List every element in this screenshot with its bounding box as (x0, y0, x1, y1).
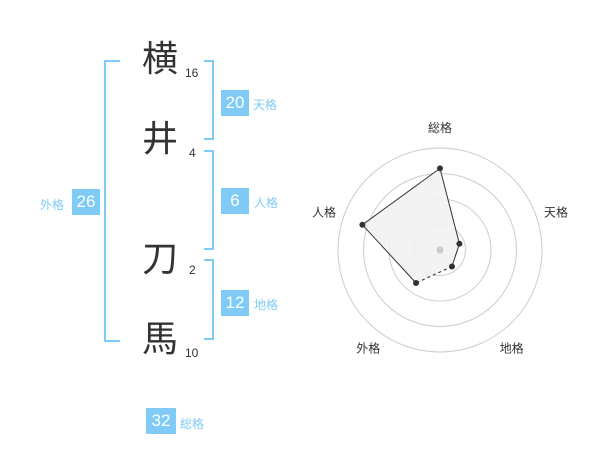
stroke-count-1: 16 (185, 66, 199, 80)
stroke-count-3: 2 (189, 263, 196, 277)
radar-point-2 (456, 240, 463, 247)
radar-edge-3 (415, 266, 453, 284)
radar-axis-label-1: 総格 (428, 120, 452, 135)
radar-point-1 (437, 165, 443, 172)
radar-center-dot (436, 246, 444, 254)
stroke-count-2: 4 (189, 146, 196, 160)
radar-axis-label-5: 人格 (312, 204, 336, 219)
radar-ring-4 (337, 147, 543, 353)
radar-edge-2 (451, 243, 460, 267)
chikaku-label: 地格 (254, 298, 279, 312)
name-char-3: 刀 (141, 239, 178, 280)
name-char-2: 井 (141, 119, 178, 160)
radar-edge-1 (439, 168, 460, 244)
jinkaku-value: 6 (221, 188, 249, 214)
soukaku-value: 32 (146, 408, 176, 434)
radar-point-4 (413, 280, 420, 287)
radar-edge-4 (362, 224, 417, 284)
tenkaku-label: 天格 (253, 98, 278, 112)
radar-point-5 (359, 221, 366, 228)
radar-axis-label-2: 天格 (544, 204, 568, 219)
radar-axis-label-3: 地格 (500, 341, 524, 356)
jinkaku-label: 人格 (254, 196, 279, 210)
tenkaku-value: 20 (221, 90, 249, 116)
gaikaku-value: 26 (72, 189, 100, 215)
radar-area (362, 168, 460, 283)
name-char-4: 馬 (141, 319, 178, 360)
gaikaku-bracket (104, 60, 120, 342)
radar-edge-5 (362, 167, 441, 226)
tenkaku-bracket (204, 60, 214, 140)
name-char-1: 横 (141, 39, 178, 80)
jinkaku-bracket (204, 150, 214, 250)
stroke-count-4: 10 (185, 346, 199, 360)
chikaku-bracket (204, 259, 214, 340)
radar-axis-label-4: 外格 (356, 341, 380, 356)
radar-point-3 (448, 263, 455, 270)
gaikaku-label: 外格 (40, 198, 65, 212)
soukaku-label: 総格 (180, 417, 205, 431)
chikaku-value: 12 (221, 290, 249, 316)
